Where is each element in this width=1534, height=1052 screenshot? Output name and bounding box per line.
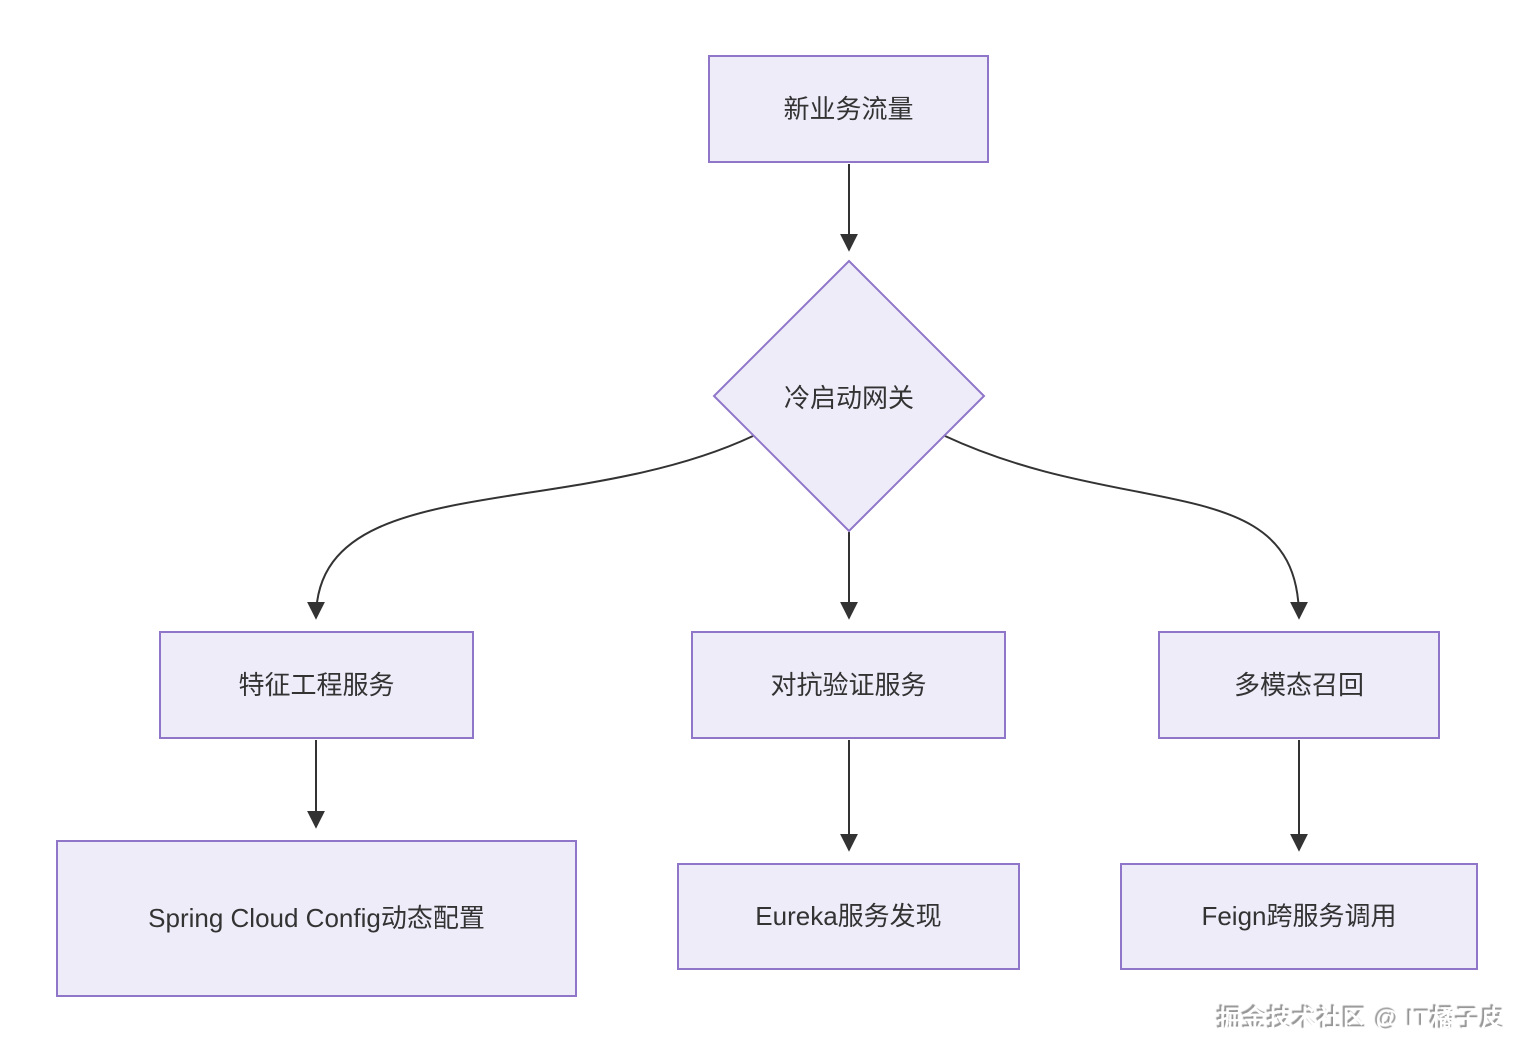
node-label: 新业务流量 [783,93,914,124]
node-cold-start-gateway: 冷启动网关 [714,366,984,426]
node-label: Eureka服务发现 [755,901,942,932]
gateway-diamond-shape [712,259,986,533]
node-new-business-traffic: 新业务流量 [708,55,989,163]
node-feature-engineering-service: 特征工程服务 [159,631,474,739]
node-label: Feign跨服务调用 [1201,901,1397,932]
node-feign-cross-service-call: Feign跨服务调用 [1120,863,1478,970]
node-spring-cloud-config: Spring Cloud Config动态配置 [56,840,577,997]
node-label: 冷启动网关 [783,382,914,413]
node-label: 多模态召回 [1233,669,1364,700]
juejin-watermark: 掘金技术社区 @ IT橘子皮 [1217,1006,1506,1033]
node-label: 对抗验证服务 [770,669,927,700]
edge-gateway-to-multimodal [944,435,1308,620]
node-eureka-service-discovery: Eureka服务发现 [677,863,1020,970]
node-label: Spring Cloud Config动态配置 [148,903,485,934]
edge-gateway-to-feature [307,435,754,620]
node-label: 特征工程服务 [238,669,395,700]
node-adversarial-validation-service: 对抗验证服务 [691,631,1006,739]
node-multimodal-recall: 多模态召回 [1158,631,1440,739]
